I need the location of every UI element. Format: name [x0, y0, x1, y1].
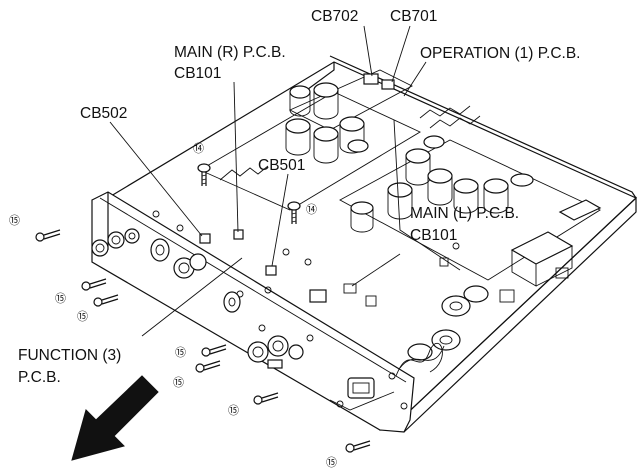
label-cb501: CB501: [258, 157, 305, 174]
screw-15-front-a: [201, 344, 227, 357]
chassis: [91, 55, 638, 433]
mark-14-top: ⑭: [193, 142, 204, 155]
mark-15-left-mid: ⑮: [55, 292, 66, 305]
screw-15-left-top: [35, 229, 61, 242]
screw-15-bottom: [345, 440, 371, 453]
label-cb702: CB702: [311, 8, 358, 25]
label-function-pcb-line1: FUNCTION (3): [18, 347, 121, 364]
front-connector-center: [150, 238, 241, 313]
label-main-l-cb101: CB101: [410, 227, 457, 244]
screw-14-center: [287, 201, 301, 224]
connector-cb702: [363, 73, 379, 85]
label-cb502: CB502: [80, 105, 127, 122]
mark-15-front-a: ⑮: [175, 346, 186, 359]
label-operation-pcb: OPERATION (1) P.C.B.: [420, 45, 581, 62]
internal-components: [199, 69, 602, 377]
label-cb701: CB701: [390, 8, 437, 25]
connector-cb501: [265, 265, 277, 276]
screw-14-top: [197, 163, 211, 186]
label-main-r-pcb: MAIN (R) P.C.B.: [174, 44, 286, 61]
screw-15-front-c: [253, 392, 279, 405]
text-labels: CB702 CB701 OPERATION (1) P.C.B. MAIN (R…: [18, 8, 581, 386]
front-jacks-left: [91, 228, 140, 257]
screw-15-left-mid: [81, 278, 107, 291]
screw-15-front-b: [195, 360, 221, 373]
connector-cb502: [199, 233, 211, 244]
leader-lines: [109, 25, 427, 411]
connector-cb101-main-l: [343, 283, 357, 294]
screw-marks: ⑭ ⑭ ⑮ ⑮ ⑮ ⑮ ⑮ ⑮ ⑮: [9, 142, 337, 469]
label-function-pcb-line2: P.C.B.: [18, 369, 61, 386]
power-inlet: [347, 377, 375, 399]
mark-15-left-low: ⑮: [77, 310, 88, 323]
mark-14-center: ⑭: [306, 203, 317, 216]
connector-cb701: [381, 79, 395, 90]
label-main-r-cb101: CB101: [174, 65, 221, 82]
connector-cb101-main-r: [233, 229, 244, 240]
mark-15-left-top: ⑮: [9, 214, 20, 227]
removal-direction-arrow: [71, 375, 159, 461]
front-jacks-right: [247, 335, 304, 369]
mark-15-bottom: ⑮: [326, 456, 337, 469]
mark-15-front-c: ⑮: [228, 404, 239, 417]
screw-15-left-low: [93, 294, 119, 307]
mark-15-front-b: ⑮: [173, 376, 184, 389]
label-main-l-pcb: MAIN (L) P.C.B.: [410, 205, 519, 222]
